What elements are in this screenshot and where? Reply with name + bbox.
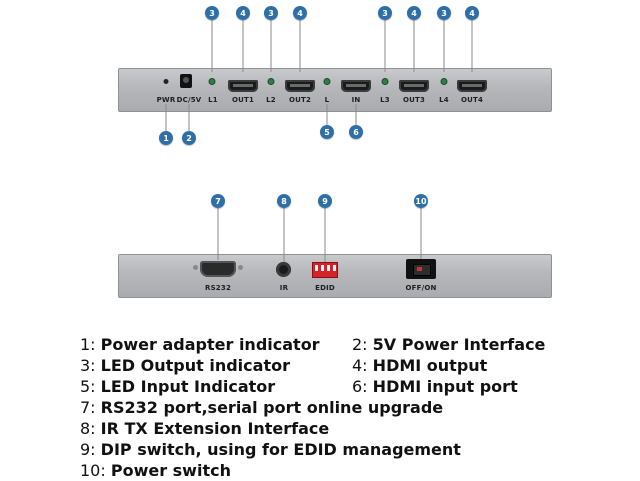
label-l1: L1 (208, 96, 218, 104)
legend-text: IR TX Extension Interface (100, 419, 330, 438)
legend-cell: 6: HDMI input port (352, 376, 518, 397)
power-indicator-led (163, 79, 169, 84)
label-ir: IR (279, 284, 289, 292)
label-out3: OUT3 (402, 96, 426, 104)
legend-number: 3: (80, 356, 96, 375)
callout-badge-3: 3 (205, 6, 219, 20)
legend-number: 2: (352, 335, 368, 354)
label-dc5v: DC/5V (176, 96, 202, 104)
callout-badge-9: 9 (318, 194, 332, 208)
leader-line (211, 20, 213, 72)
legend-number: 1: (80, 335, 96, 354)
rs232-port (193, 261, 243, 277)
legend-text: HDMI output (372, 356, 488, 375)
legend: 1: Power adapter indicator 2: 5V Power I… (80, 334, 620, 481)
hdmi-out1-port (228, 80, 258, 92)
legend-number: 7: (80, 398, 96, 417)
legend-row: 10: Power switch (80, 460, 620, 481)
callout-badge-3: 3 (437, 6, 451, 20)
legend-text: Power adapter indicator (100, 335, 320, 354)
label-l2: L2 (266, 96, 276, 104)
leader-line (326, 104, 328, 132)
legend-number: 9: (80, 440, 96, 459)
leader-line (270, 20, 272, 72)
label-l4: L4 (439, 96, 449, 104)
legend-number: 8: (80, 419, 96, 438)
leader-line (324, 208, 326, 262)
led-l3 (382, 79, 388, 84)
legend-cell: 2: 5V Power Interface (352, 334, 545, 355)
label-out2: OUT2 (288, 96, 312, 104)
label-off-on: OFF/ON (405, 284, 437, 292)
leader-line (471, 20, 473, 72)
label-in: IN (351, 96, 361, 104)
leader-line (443, 20, 445, 72)
legend-text: DIP switch, using for EDID management (100, 440, 461, 459)
legend-row: 8: IR TX Extension Interface (80, 418, 620, 439)
legend-text: Power switch (110, 461, 231, 480)
label-pwr: PWR (156, 96, 176, 104)
callout-badge-3: 3 (264, 6, 278, 20)
leader-line (242, 20, 244, 72)
leader-line (413, 20, 415, 72)
edid-dip-switch (312, 262, 338, 278)
legend-text: HDMI input port (372, 377, 518, 396)
led-l4 (441, 79, 447, 84)
legend-number: 5: (80, 377, 96, 396)
callout-badge-4: 4 (293, 6, 307, 20)
dc-power-jack (180, 74, 192, 88)
label-out4: OUT4 (460, 96, 484, 104)
legend-row: 3: LED Output indicator 4: HDMI output (80, 355, 620, 376)
callout-badge-10: 10 (414, 194, 428, 208)
label-out1: OUT1 (231, 96, 255, 104)
legend-row: 5: LED Input Indicator 6: HDMI input por… (80, 376, 620, 397)
callout-badge-7: 7 (211, 194, 225, 208)
leader-line (283, 208, 285, 262)
callout-badge-3: 3 (378, 6, 392, 20)
legend-text: RS232 port,serial port online upgrade (100, 398, 444, 417)
callout-badge-4: 4 (407, 6, 421, 20)
led-l1 (209, 79, 215, 84)
callout-badge-4: 4 (236, 6, 250, 20)
hdmi-out2-port (285, 80, 315, 92)
leader-line (299, 20, 301, 72)
leader-line (165, 104, 167, 134)
legend-cell: 4: HDMI output (352, 355, 487, 376)
legend-row: 7: RS232 port,serial port online upgrade (80, 397, 620, 418)
legend-row: 1: Power adapter indicator 2: 5V Power I… (80, 334, 620, 355)
hdmi-out4-port (457, 80, 487, 92)
legend-row: 9: DIP switch, using for EDID management (80, 439, 620, 460)
label-edid: EDID (315, 284, 335, 292)
leader-line (355, 104, 357, 132)
ir-port (276, 262, 291, 277)
led-l-input (324, 79, 330, 84)
leader-line (384, 20, 386, 72)
callout-badge-6: 6 (349, 125, 363, 139)
callout-badge-8: 8 (277, 194, 291, 208)
leader-line (217, 208, 219, 260)
legend-text: 5V Power Interface (372, 335, 546, 354)
callout-badge-1: 1 (159, 131, 173, 145)
hdmi-out3-port (399, 80, 429, 92)
leader-line (188, 104, 190, 134)
hdmi-in-port (341, 80, 371, 92)
callout-badge-5: 5 (320, 125, 334, 139)
legend-number: 4: (352, 356, 368, 375)
label-rs232: RS232 (204, 284, 232, 292)
legend-number: 6: (352, 377, 368, 396)
legend-text: LED Output indicator (100, 356, 290, 375)
label-l3: L3 (380, 96, 390, 104)
led-l2 (268, 79, 274, 84)
power-switch (406, 259, 436, 279)
legend-number: 10: (80, 461, 106, 480)
leader-line (420, 208, 422, 259)
label-l: L (324, 96, 330, 104)
legend-text: LED Input Indicator (100, 377, 276, 396)
callout-badge-2: 2 (182, 131, 196, 145)
callout-badge-4: 4 (465, 6, 479, 20)
